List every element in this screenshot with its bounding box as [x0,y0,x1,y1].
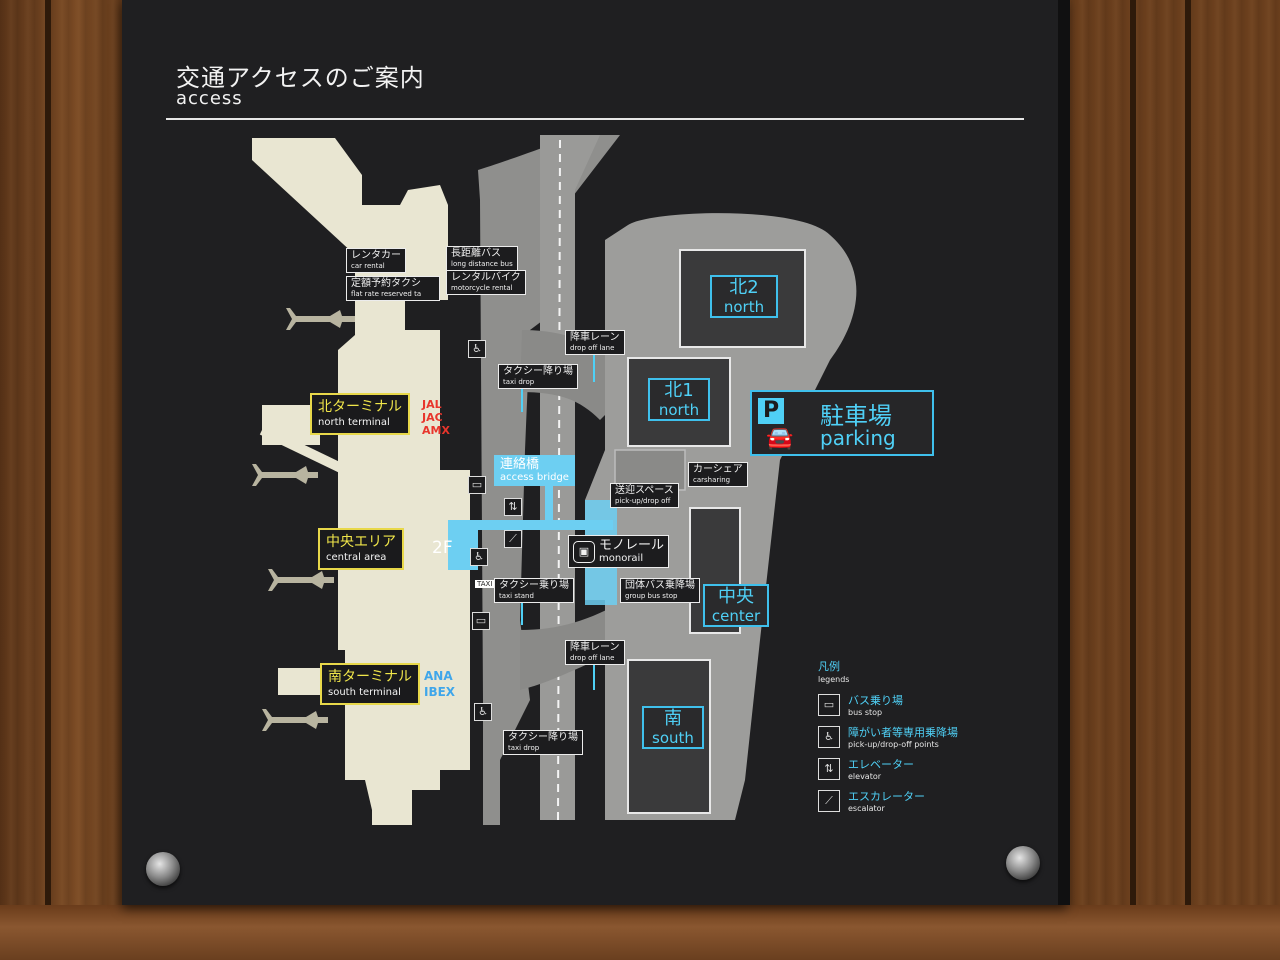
parking-sign: P 🚘 駐車場 parking [750,390,934,456]
sign-board-edge [1058,0,1070,905]
parking-p-icon: P [758,398,784,424]
airplane-icon [268,569,334,591]
legend-wheelchair-en: pick-up/drop-off points [848,740,939,749]
wall-seam [1185,0,1191,960]
legend-elevator-jp: エレベーター [848,758,914,771]
carsharing-label: カーシェア carsharing [688,462,748,487]
parking-lot-north1 [627,357,731,447]
taxi-drop-south-label: タクシー降り場 taxi drop [503,730,583,755]
legend-escalator-en: escalator [848,804,885,813]
wheelchair-icon: ♿ [468,340,486,358]
terminal-corridor [259,425,348,475]
long-distance-bus-label: 長距離バス long distance bus [446,246,518,271]
rental-car-label: レンタカー car rental [346,248,406,273]
mounting-screw [1006,846,1040,880]
north-airlines: JAL JAC AMX [422,398,450,437]
elevator-icon: ⇅ [504,498,522,516]
parking-lot-north2-label: 北2 north [710,275,778,318]
south-airlines: ANA IBEX [424,669,456,699]
wall-seam [45,0,51,960]
flat-rate-taxi-label: 定額予約タクシ flat rate reserved ta [346,276,440,301]
taxi-badge: TAXI [475,580,495,588]
floor-2f-label: 2F [432,538,453,558]
motorcycle-rental-label: レンタルバイク motorcycle rental [446,270,526,295]
parking-lot-center-label: 中央 center [703,584,769,627]
mounting-screw [146,852,180,886]
road-outer [478,135,620,825]
pickup-space-label: 送迎スペース pick-up/drop off [610,483,679,508]
wheelchair-icon: ♿ [474,703,492,721]
bus-icon: ▭ [468,476,486,494]
drop-off-lane-south-label: 降車レーン drop off lane [565,640,625,665]
bus-icon: ▭ [818,694,840,716]
bus-icon: ▭ [472,612,490,630]
legend-subtitle: legends [818,675,850,684]
terminal-building [252,138,470,825]
access-bridge-route [545,455,553,525]
wood-ledge [0,905,1280,960]
airplane-icon [286,308,355,330]
parking-lot-north1-label: 北1 north [648,378,710,421]
central-area-label: 中央エリア central area [318,528,404,570]
parking-title-en: parking [820,426,896,450]
airplane-icon [252,464,318,486]
legend-bus-en: bus stop [848,708,883,717]
access-bridge-route [448,520,613,530]
parking-lot-south-label: 南 south [642,706,704,749]
title-divider [166,118,1024,120]
legend-title: 凡例 [818,660,840,673]
legend-bus-jp: バス乗り場 [848,694,903,707]
elevator-icon: ⇅ [818,758,840,780]
taxi-drop-north-label: タクシー降り場 taxi drop [498,364,578,389]
north-terminal-label: 北ターミナル north terminal [310,393,410,435]
monorail-icon: ▣ [573,540,595,563]
wall-seam [1130,0,1136,960]
terminal-wing-south [278,668,322,695]
legend-wheelchair-jp: 障がい者等専用乗降場 [848,726,958,739]
airplane-icon [262,709,328,731]
escalator-icon: ⟋ [818,790,840,812]
legend-elevator-en: elevator [848,772,882,781]
drop-off-lane-north-label: 降車レーン drop off lane [565,330,625,355]
page-title: 交通アクセスのご案内 [176,64,425,92]
parking-title-jp: 駐車場 [820,402,892,430]
escalator-icon: ⟋ [504,530,522,548]
access-bridge-label: 連絡橋 access bridge [494,455,575,486]
page-subtitle: access [176,88,243,109]
wheelchair-icon: ♿ [470,548,488,566]
monorail-label: ▣ モノレール monorail [568,535,670,568]
south-terminal-label: 南ターミナル south terminal [320,663,420,705]
car-icon: 🚘 [766,426,794,451]
legend-escalator-jp: エスカレーター [848,790,925,803]
group-bus-stop-label: 団体バス乗降場 group bus stop [620,578,700,603]
wheelchair-icon: ♿ [818,726,840,748]
taxi-stand-label: タクシー乗り場 taxi stand [494,578,574,603]
